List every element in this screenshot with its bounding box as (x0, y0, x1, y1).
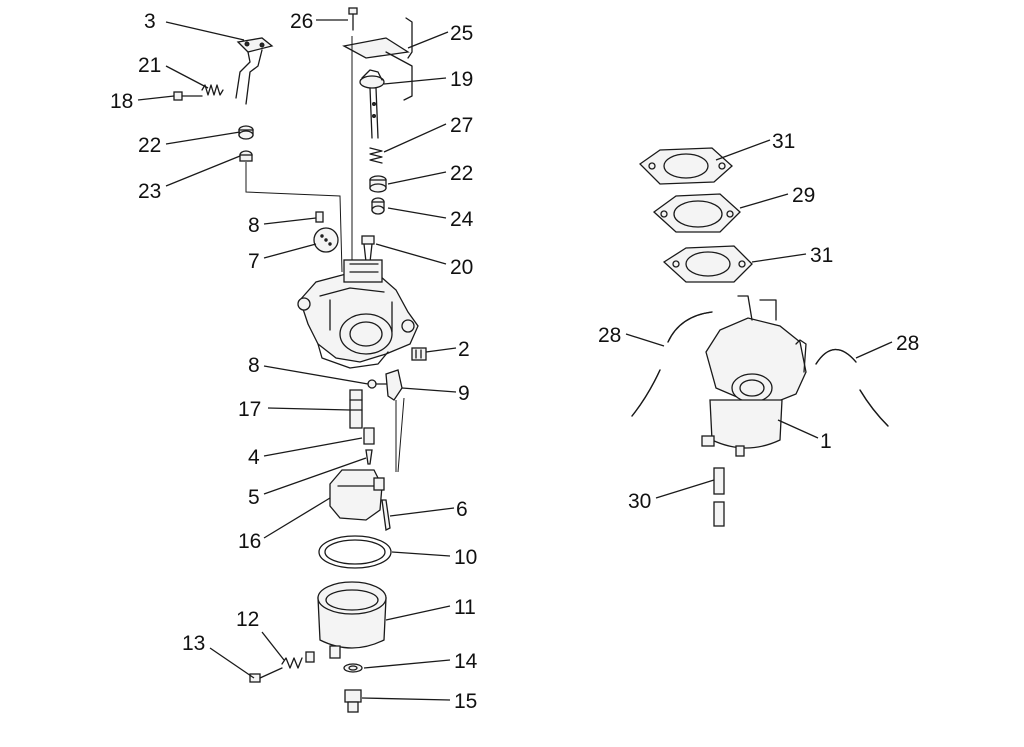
part-27-spring (369, 147, 383, 164)
callout-22-right: 22 (450, 162, 473, 185)
callout-15: 15 (454, 690, 477, 713)
callout-23: 23 (138, 180, 161, 203)
callout-6: 6 (456, 498, 468, 521)
part-20-pilot-screw (361, 235, 375, 263)
callout-12: 12 (236, 608, 259, 631)
part-1-carburetor-assembly (701, 295, 807, 457)
part-16-float (329, 469, 385, 521)
part-8-screw-lower (367, 379, 389, 389)
callout-31-bottom: 31 (810, 244, 833, 267)
callout-28-right: 28 (896, 332, 919, 355)
part-5-needle (365, 449, 373, 465)
part-29-insulator (652, 193, 741, 233)
part-24-seal (371, 197, 385, 215)
callout-22-left: 22 (138, 134, 161, 157)
part-14-washer (343, 663, 363, 673)
leader-lines (137, 19, 893, 701)
part-11-float-bowl (317, 581, 387, 659)
part-23-collar (239, 150, 253, 162)
callout-3: 3 (144, 10, 156, 33)
part-10-gasket (318, 535, 392, 569)
callout-9: 9 (458, 382, 470, 405)
part-30-tube (713, 467, 725, 527)
callout-19: 19 (450, 68, 473, 91)
callout-31-top: 31 (772, 130, 795, 153)
callout-17: 17 (238, 398, 261, 421)
part-26-screw (348, 7, 358, 31)
part-13-screw (249, 667, 283, 683)
callout-18: 18 (110, 90, 133, 113)
callout-7: 7 (248, 250, 260, 273)
part-6-float-pin (381, 499, 391, 531)
callout-8-lower: 8 (248, 354, 260, 377)
part-8-screw-upper (315, 211, 324, 223)
callout-26: 26 (290, 10, 313, 33)
callout-30: 30 (628, 490, 651, 513)
part-31-gasket-bottom (662, 245, 753, 283)
part-2-drain-screw (411, 347, 427, 361)
part-25-bracket (342, 17, 413, 101)
part-9-plate (385, 369, 403, 401)
callout-8-upper: 8 (248, 214, 260, 237)
part-28-hose-left (631, 311, 713, 417)
part-22-washer-right (369, 175, 387, 193)
part-12-spring (281, 651, 315, 669)
part-18-screw (173, 91, 203, 101)
callout-4: 4 (248, 446, 260, 469)
callout-16: 16 (238, 530, 261, 553)
callout-27: 27 (450, 114, 473, 137)
callout-21: 21 (138, 54, 161, 77)
part-28-hose-right (815, 348, 889, 427)
carburetor-body (297, 259, 419, 369)
callout-14: 14 (454, 650, 478, 673)
callout-10: 10 (454, 546, 477, 569)
callout-13: 13 (182, 632, 205, 655)
part-4-main-jet (363, 427, 375, 445)
part-19-throttle-lever (359, 69, 385, 139)
callout-28-left: 28 (598, 324, 621, 347)
callout-2: 2 (458, 338, 470, 361)
callout-labels: 3 26 25 21 18 19 22 27 23 22 8 24 7 20 2… (110, 10, 919, 713)
callout-29: 29 (792, 184, 815, 207)
part-3-choke-lever (235, 37, 274, 105)
callout-25: 25 (450, 22, 473, 45)
part-17-main-nozzle (349, 389, 363, 429)
part-31-gasket-top (638, 147, 733, 185)
callout-20: 20 (450, 256, 473, 279)
part-15-drain-bolt (344, 689, 362, 713)
callout-11: 11 (454, 596, 476, 619)
part-7-plug (313, 227, 339, 253)
callout-1: 1 (820, 430, 832, 453)
callout-5: 5 (248, 486, 260, 509)
callout-24: 24 (450, 208, 474, 231)
part-22-washer-left (238, 125, 254, 140)
